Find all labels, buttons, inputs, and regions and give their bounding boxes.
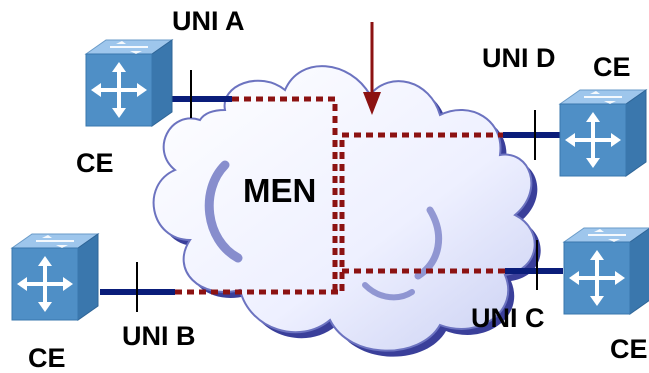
evc-paths — [175, 96, 505, 295]
switch-cube-icon — [84, 38, 174, 128]
ce-c-label: CE — [610, 334, 648, 364]
switch-cube-icon — [562, 226, 649, 316]
uni-b-label: UNI B — [122, 321, 196, 351]
down-arrow-icon — [363, 22, 381, 115]
evc-a-path — [232, 96, 338, 293]
uni-ticks — [136, 70, 538, 312]
evc-b-path — [175, 132, 503, 295]
switch-cube-icon — [558, 88, 648, 178]
ce-b-label: CE — [28, 343, 66, 373]
uni-a-label: UNI A — [172, 6, 245, 36]
ce-d-label: CE — [593, 52, 631, 82]
uni-c-label: UNI C — [471, 303, 545, 333]
switch-cube-icon — [10, 232, 100, 322]
ce-a-label: CE — [76, 148, 114, 178]
uni-d-label: UNI D — [482, 43, 556, 73]
men-label: MEN — [243, 172, 316, 209]
